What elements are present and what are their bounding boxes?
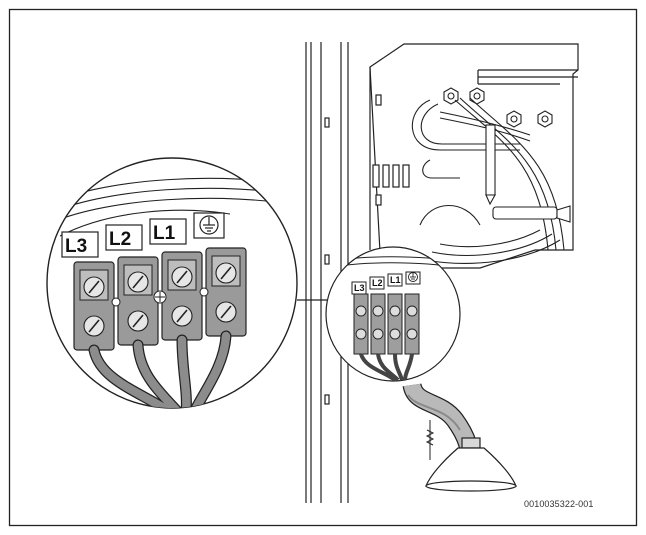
housing-nuts <box>443 87 553 128</box>
large-label-l1: L1 <box>153 223 176 244</box>
protective-earth-icon <box>199 215 219 235</box>
small-label-l2: L2 <box>372 278 383 288</box>
housing-lower-curve <box>419 204 481 226</box>
small-ground-symbol-icon <box>408 272 418 282</box>
large-label-l2: L2 <box>109 229 131 250</box>
figure-frame <box>8 8 638 527</box>
small-label-l3: L3 <box>354 283 365 293</box>
terminal-detail-large <box>46 157 298 409</box>
small-terminal-labels: L3 L2 L1 <box>354 275 401 293</box>
internal-cables <box>411 97 565 264</box>
large-terminal-labels: L3 L2 L1 <box>65 223 176 257</box>
small-label-l1: L1 <box>390 275 401 285</box>
cable-gland <box>425 437 517 492</box>
figure-reference-code: 0010035322-001 <box>524 499 594 509</box>
appliance-housing <box>369 43 579 269</box>
ground-wire-tag <box>425 420 435 460</box>
wall-rails <box>305 42 349 503</box>
large-label-l3: L3 <box>65 236 87 257</box>
terminal-detail-small <box>325 246 461 382</box>
screw-and-tie <box>485 124 571 223</box>
